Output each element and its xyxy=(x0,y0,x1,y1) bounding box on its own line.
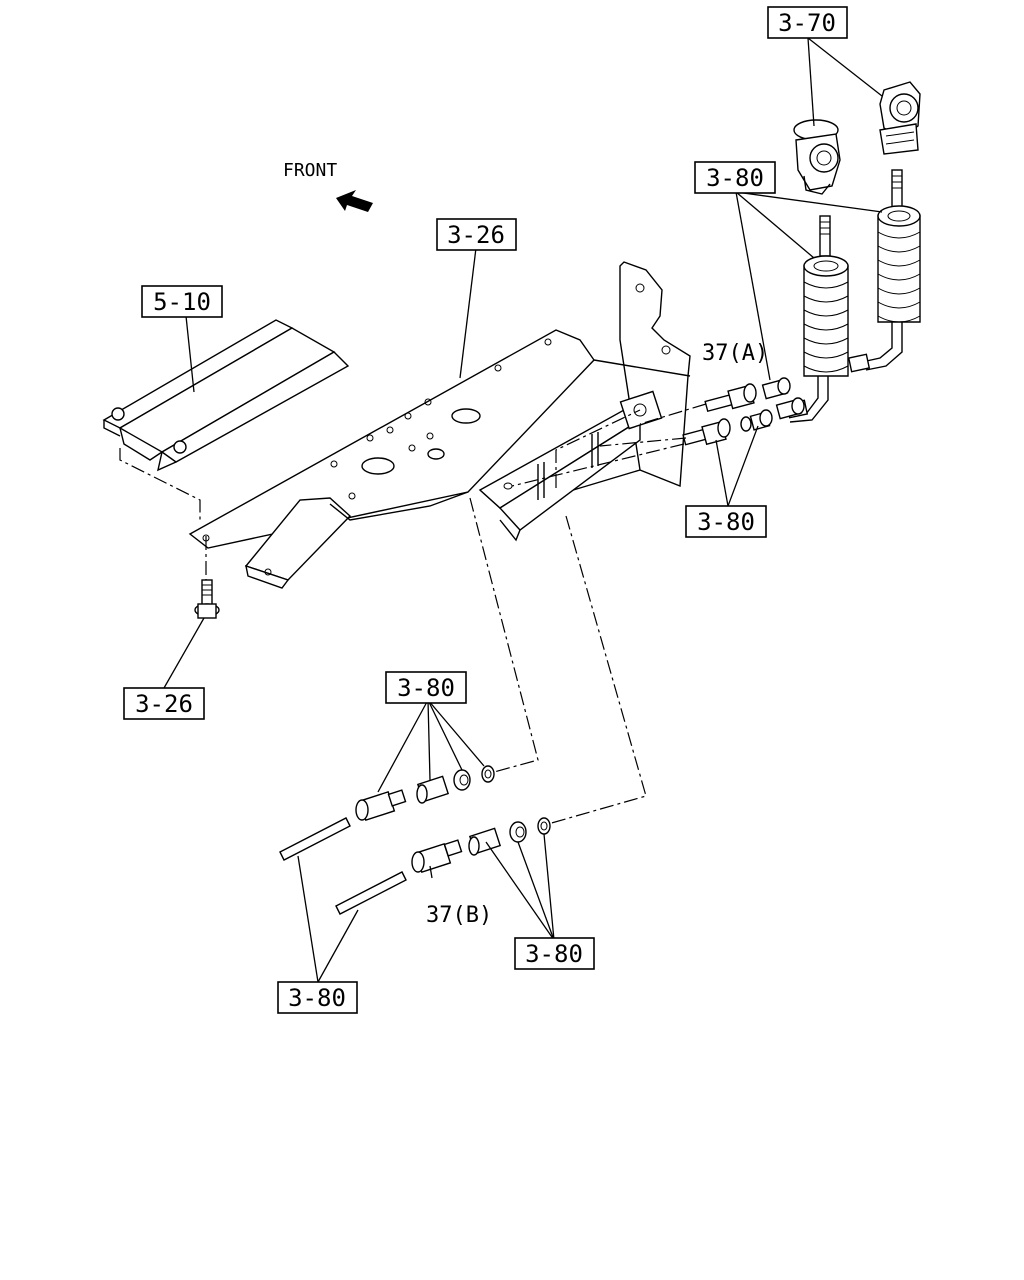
leader-lines xyxy=(163,37,883,983)
callout-5-10-text: 5-10 xyxy=(153,288,211,316)
callout-3-26-bottom-text: 3-26 xyxy=(135,690,193,718)
part-label-37a: 37(A) xyxy=(702,341,768,366)
callout-3-80-right-text: 3-80 xyxy=(697,508,755,536)
callout-3-26-top-text: 3-26 xyxy=(447,221,505,249)
front-indicator: FRONT xyxy=(283,160,373,212)
fitting-nut-lower xyxy=(740,397,805,432)
tube-1 xyxy=(279,817,351,861)
coiled-hoses-3-80 xyxy=(785,169,921,423)
callout-3-80-right[interactable]: 3-80 xyxy=(685,505,767,538)
callout-3-80-top[interactable]: 3-80 xyxy=(694,161,776,194)
part-label-37b: 37(B) xyxy=(426,903,492,928)
callout-3-80-bottom-right[interactable]: 3-80 xyxy=(514,937,595,970)
bolt-3-26 xyxy=(194,536,220,619)
front-label: FRONT xyxy=(283,160,337,181)
gladhand-left xyxy=(793,119,841,195)
gladhand-couplings-3-70 xyxy=(793,81,921,195)
callout-3-80-bottom-right-text: 3-80 xyxy=(525,940,583,968)
callout-3-80-top-text: 3-80 xyxy=(706,164,764,192)
tube-2 xyxy=(335,871,407,915)
fitting-hex-lower xyxy=(416,775,450,804)
callout-3-80-bottom-left-text: 3-80 xyxy=(288,984,346,1012)
ring-lower-2 xyxy=(537,817,551,835)
ring-lower-1 xyxy=(481,765,495,783)
fitting-hex-2 xyxy=(468,827,502,856)
crossmember-3-26 xyxy=(188,261,691,589)
fitting-37a xyxy=(704,383,757,413)
callout-3-80-mid-text: 3-80 xyxy=(397,674,455,702)
callout-3-70[interactable]: 3-70 xyxy=(767,6,848,39)
gladhand-right xyxy=(879,81,921,155)
coil-right xyxy=(847,169,921,373)
cover-bracket-5-10 xyxy=(102,319,350,520)
arrow-up-left-icon xyxy=(336,190,373,212)
callout-3-80-mid[interactable]: 3-80 xyxy=(385,671,467,704)
callout-3-80-bottom-left[interactable]: 3-80 xyxy=(277,981,358,1014)
fittings-lower xyxy=(279,497,647,915)
nut-lower-2 xyxy=(509,821,527,843)
nut-lower-1 xyxy=(453,769,471,791)
coil-left xyxy=(785,215,849,423)
fitting-a-lower xyxy=(355,789,407,822)
fitting-37b xyxy=(411,839,463,874)
callout-5-10[interactable]: 5-10 xyxy=(141,285,223,318)
callout-3-26-top[interactable]: 3-26 xyxy=(436,218,517,251)
callout-3-26-bottom[interactable]: 3-26 xyxy=(123,687,205,720)
fitting-nut-upper xyxy=(761,377,791,400)
fitting-union xyxy=(682,418,731,446)
callout-3-70-text: 3-70 xyxy=(778,9,836,37)
fittings-upper xyxy=(511,377,805,487)
